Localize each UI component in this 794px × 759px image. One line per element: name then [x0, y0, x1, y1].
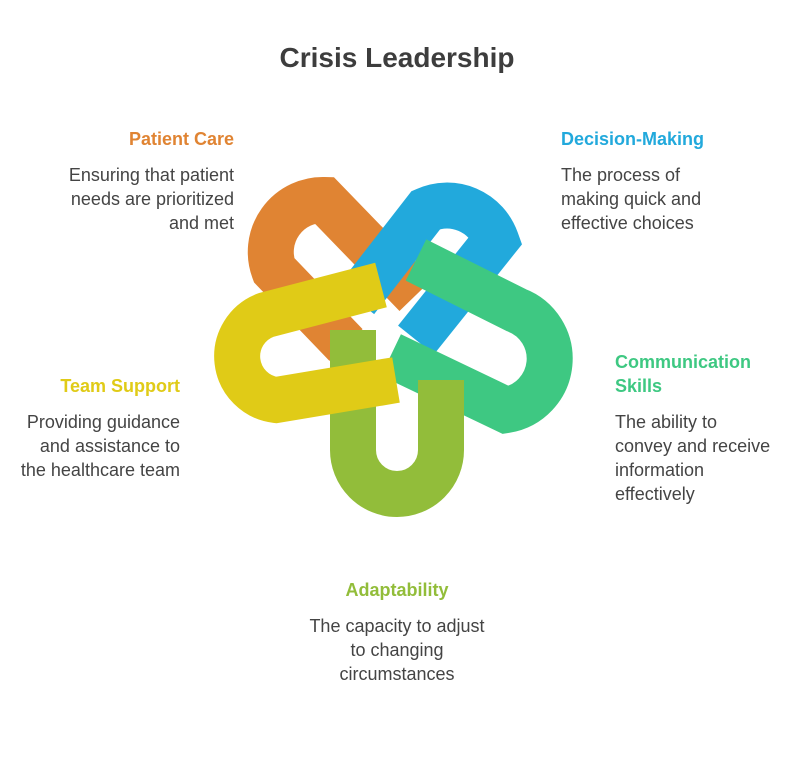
- team-support-heading: Team Support: [60, 376, 180, 396]
- patient-care-heading: Patient Care: [128, 129, 234, 149]
- interlocking-loops-graphic: [214, 177, 573, 517]
- adaptability-block: Adaptability The capacity to adjust to c…: [300, 578, 494, 686]
- communication-loop: [381, 239, 573, 434]
- team-support-block: Team Support Providing guidance and assi…: [20, 374, 180, 482]
- decision-making-loop: [337, 182, 522, 355]
- decision-making-description: The process of making quick and effectiv…: [561, 165, 702, 233]
- adaptability-loop: [330, 330, 464, 517]
- diagram-title: Crisis Leadership: [279, 42, 515, 73]
- team-support-description: Providing guidance and assistance to the…: [20, 412, 180, 480]
- decision-making-heading: Decision-Making: [561, 129, 705, 149]
- team-support-loop: [214, 262, 400, 424]
- adaptability-heading: Adaptability: [345, 580, 449, 600]
- decision-making-block: Decision-Making The process of making qu…: [561, 127, 741, 235]
- patient-care-description: Ensuring that patient needs are prioriti…: [68, 165, 234, 233]
- communication-skills-block: Communication Skills The ability to conv…: [615, 350, 775, 506]
- communication-skills-heading: Communication Skills: [615, 352, 752, 396]
- patient-care-block: Patient Care Ensuring that patient needs…: [60, 127, 234, 235]
- communication-skills-description: The ability to convey and receive inform…: [615, 412, 771, 504]
- adaptability-description: The capacity to adjust to changing circu…: [309, 616, 485, 684]
- patient-care-loop: [247, 177, 433, 361]
